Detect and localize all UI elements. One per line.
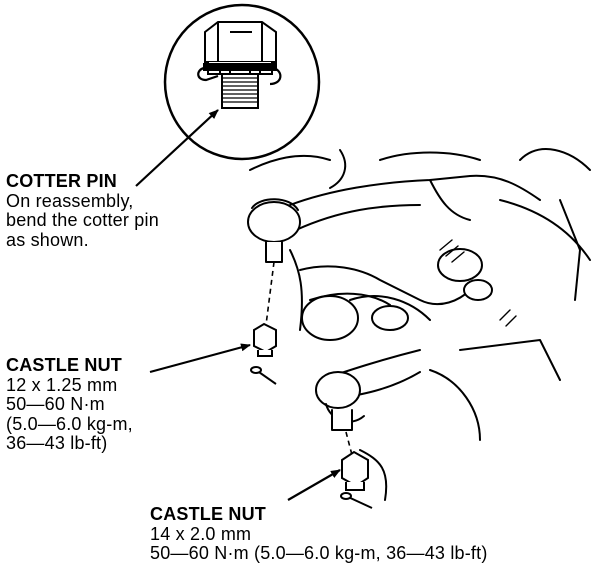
cotter-pin-note-line2: bend the cotter pin: [6, 210, 159, 230]
lower-castle-nut-torque: 50—60 N·m (5.0—6.0 kg-m, 36—43 lb-ft): [150, 543, 488, 563]
castle-nut-icon: [253, 322, 277, 357]
upper-castle-nut-label: CASTLE NUT 12 x 1.25 mm 50—60 N·m (5.0—6…: [6, 355, 133, 454]
upper-castle-nut-torque-kgm: (5.0—6.0 kg-m,: [6, 413, 133, 434]
upper-castle-nut-size: 12 x 1.25 mm: [6, 374, 118, 395]
lower-castle-nut-label: CASTLE NUT 14 x 2.0 mm 50—60 N·m (5.0—6.…: [150, 504, 488, 564]
cotter-pin-label: COTTER PIN On reassembly, bend the cotte…: [6, 171, 159, 250]
cotter-pin-icon: [250, 366, 277, 385]
cotter-pin-icon: [340, 492, 373, 509]
detail-inset: [163, 3, 321, 161]
upper-castle-nut-title: CASTLE NUT: [6, 355, 122, 375]
lower-castle-nut-size: 14 x 2.0 mm: [150, 523, 252, 544]
castle-nut-icon: [341, 450, 369, 491]
cotter-pin-note-line1: On reassembly,: [6, 190, 134, 211]
cotter-pin-title: COTTER PIN: [6, 171, 118, 191]
cotter-pin-note-line3: as shown.: [6, 229, 89, 250]
castle-nut-detail-icon: [197, 21, 282, 109]
suspension-assembly: [247, 148, 591, 501]
alignment-lines: [265, 261, 353, 456]
pointer-arrow-icon: [135, 109, 341, 501]
lower-castle-nut-title: CASTLE NUT: [150, 504, 266, 524]
upper-castle-nut-torque-lbft: 36—43 lb-ft): [6, 433, 108, 453]
upper-castle-nut-torque-nm: 50—60 N·m: [6, 394, 105, 414]
